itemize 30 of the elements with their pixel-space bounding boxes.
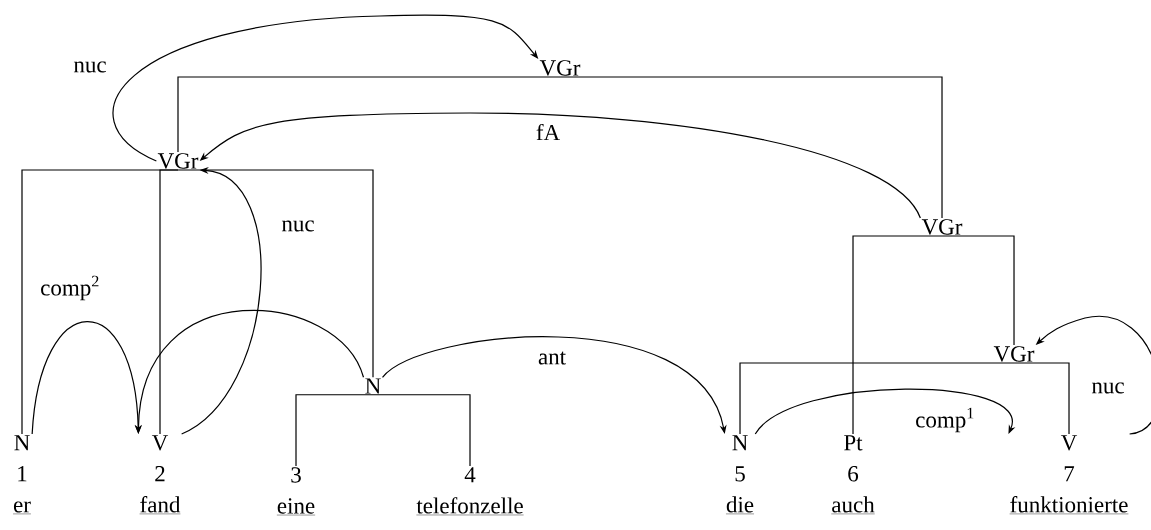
tree-branch xyxy=(559,76,943,219)
edge-label: comp$^{2}$ xyxy=(39,274,101,302)
edge-label: ant xyxy=(536,350,568,366)
tree-branch xyxy=(941,235,1015,346)
category-label: N xyxy=(365,378,381,394)
word-column: Pt 6 auch xyxy=(831,435,875,515)
tree-branch xyxy=(739,362,1015,435)
word-column: 3 eine xyxy=(276,467,316,516)
tree-branch xyxy=(159,169,179,435)
tree-branch xyxy=(852,235,943,435)
edge-label: nuc xyxy=(1090,381,1126,395)
edge-label: nuc xyxy=(280,219,316,233)
category-label: VGr xyxy=(993,346,1035,362)
dependency-arrow xyxy=(754,388,1016,435)
word-column: 4 telefonzelle xyxy=(416,467,524,516)
tree-branch xyxy=(372,394,471,467)
category-label: VGr xyxy=(539,60,581,76)
tree-branch xyxy=(295,394,374,467)
word-column: V 7 funktionierte xyxy=(1009,435,1129,515)
category-label: VGr xyxy=(157,153,199,169)
edge-label: nuc xyxy=(72,60,108,74)
word-column: V 2 fand xyxy=(139,435,181,515)
edge-label: fA xyxy=(534,122,562,142)
tree-branch xyxy=(177,169,374,378)
category-label: VGr xyxy=(921,219,963,235)
tree-branch xyxy=(1013,362,1070,435)
edge-label: comp$^{1}$ xyxy=(914,406,976,434)
tree-branch xyxy=(177,76,561,153)
word-column: N 1 er xyxy=(12,435,32,515)
word-column: N 5 die xyxy=(725,435,755,515)
